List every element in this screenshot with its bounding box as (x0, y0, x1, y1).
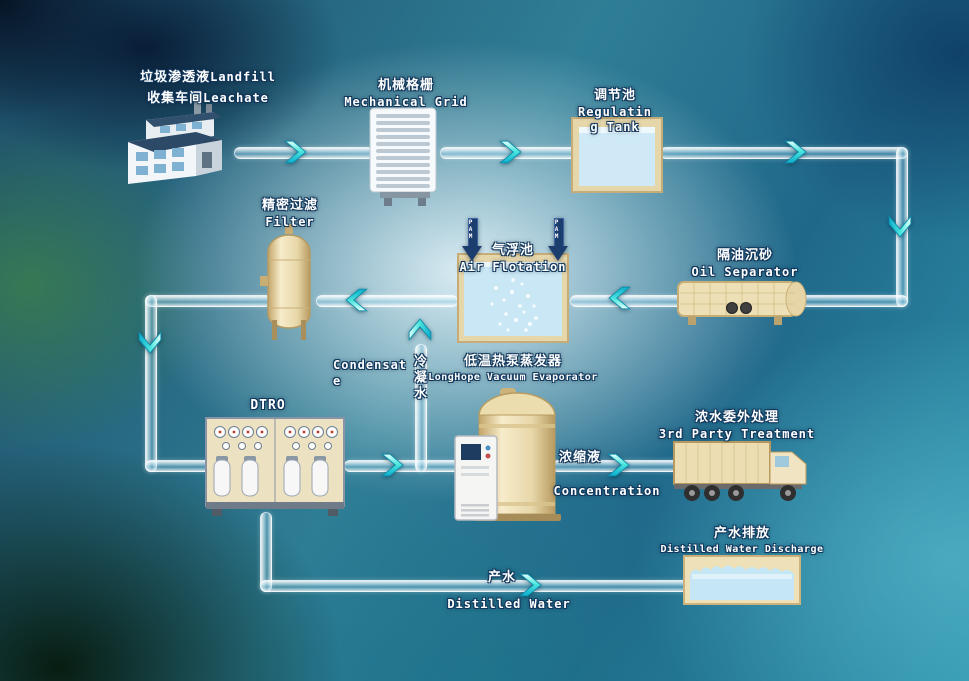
pipe-condensate (415, 344, 427, 472)
arrow-to-flotation-icon (608, 285, 634, 311)
dtro-label: DTRO (230, 398, 306, 415)
arrow-condensate-up-icon (407, 318, 433, 344)
mechanical-grid-label-cn: 机械格栅 (377, 78, 434, 93)
dtro-label-text: DTRO (250, 398, 286, 413)
dosing-arrow-head (462, 246, 482, 261)
oil-separator-label-en: Oil Separator (691, 264, 799, 279)
condensate-label-en: Condensate (333, 358, 408, 388)
arrow-to-corner-icon (781, 139, 807, 165)
arrow-to-truck-icon (604, 452, 630, 478)
arrow-distilled-icon (516, 572, 542, 598)
mechanical-grid-label: 机械格栅 Mechanical Grid (340, 78, 472, 110)
factory-label-cn2: 收集车间 (147, 90, 204, 106)
pipe-flotation-to-filter (316, 295, 458, 307)
factory-label-en1: Landfill (210, 70, 276, 84)
air-flotation-illustration (456, 248, 570, 346)
filter-label: 精密过滤 Filter (245, 198, 335, 230)
pipe-left-down (145, 295, 157, 472)
factory-label-cn1: 垃圾渗透液 (140, 70, 211, 85)
arrow-down-left-icon (137, 328, 163, 354)
evaporator-illustration (453, 386, 563, 528)
arrow-to-grid-icon (281, 139, 307, 165)
pipe-to-oil-separator (800, 295, 908, 307)
air-flotation-label: 气浮池 Air Flotation (455, 243, 571, 275)
filter-label-en: Filter (265, 214, 315, 229)
discharge-label: 产水排放 Distilled Water Discharge (652, 526, 832, 556)
regulating-tank-label-en: Regulating Tank (577, 104, 653, 135)
dosing-arrow-left: PAM (462, 218, 482, 262)
dosing-arrow-head (548, 246, 568, 261)
factory-illustration (116, 100, 238, 186)
mechanical-grid-illustration (368, 106, 442, 206)
pipe-distilled-water (260, 580, 690, 592)
dosing-label: PAM (467, 219, 474, 240)
condensate-label-cn: 冷凝水 (410, 354, 426, 402)
filter-label-cn: 精密过滤 (261, 198, 318, 213)
mechanical-grid-label-en: Mechanical Grid (344, 94, 468, 109)
product-water-label-cn: 产水 (487, 570, 516, 585)
concentrate-label: Concentration (548, 484, 666, 500)
regulating-tank-label-cn: 调节池 (593, 88, 636, 103)
dosing-arrow-right: PAM (548, 218, 568, 262)
oil-separator-illustration (676, 278, 810, 328)
product-water-label-en: Distilled Water (447, 597, 571, 611)
factory-label: 垃圾渗透液Landfill 收集车间Leachate (122, 66, 294, 108)
condensate-label: Condensate (333, 358, 411, 389)
pipe-dtro-to-evaporator (344, 460, 468, 472)
evaporator-label: 低温热泵蒸发器 LongHope Vacuum Evaporator (418, 354, 608, 384)
discharge-label-en: Distilled Water Discharge (660, 543, 824, 555)
filter-illustration (260, 224, 318, 342)
regulating-tank-illustration (570, 116, 664, 194)
dosing-label: PAM (553, 219, 560, 240)
air-flotation-label-cn: 气浮池 (491, 243, 534, 258)
discharge-label-cn: 产水排放 (713, 526, 770, 541)
evaporator-label-en: LongHope Vacuum Evaporator (428, 371, 598, 383)
oil-separator-label: 隔油沉砂 Oil Separator (686, 248, 804, 280)
pipe-left-to-dtro (145, 460, 212, 472)
arrow-down-right-icon (887, 212, 913, 238)
discharge-pool-illustration (682, 554, 802, 606)
factory-label-en2: Leachate (203, 90, 269, 105)
third-party-label: 浓水委外处理 3rd Party Treatment (657, 410, 817, 442)
dtro-unit-illustration (204, 412, 346, 516)
arrow-to-tank-icon (496, 139, 522, 165)
third-party-label-cn: 浓水委外处理 (694, 410, 779, 425)
regulating-tank-label: 调节池 Regulating Tank (576, 88, 654, 136)
arrow-to-evaporator-icon (378, 452, 404, 478)
pipe-filter-to-left (145, 295, 272, 307)
truck-illustration (672, 436, 814, 506)
arrow-to-filter-icon (345, 287, 371, 313)
air-flotation-label-en: Air Flotation (459, 259, 567, 274)
concentrate-label-en: Concentration (553, 484, 661, 498)
third-party-label-en: 3rd Party Treatment (658, 426, 816, 441)
product-water-label: Distilled Water (443, 597, 575, 613)
oil-separator-label-cn: 隔油沉砂 (716, 248, 773, 263)
concentrate-label-cn: 浓缩液 (558, 450, 601, 465)
evaporator-label-cn: 低温热泵蒸发器 (463, 354, 562, 369)
